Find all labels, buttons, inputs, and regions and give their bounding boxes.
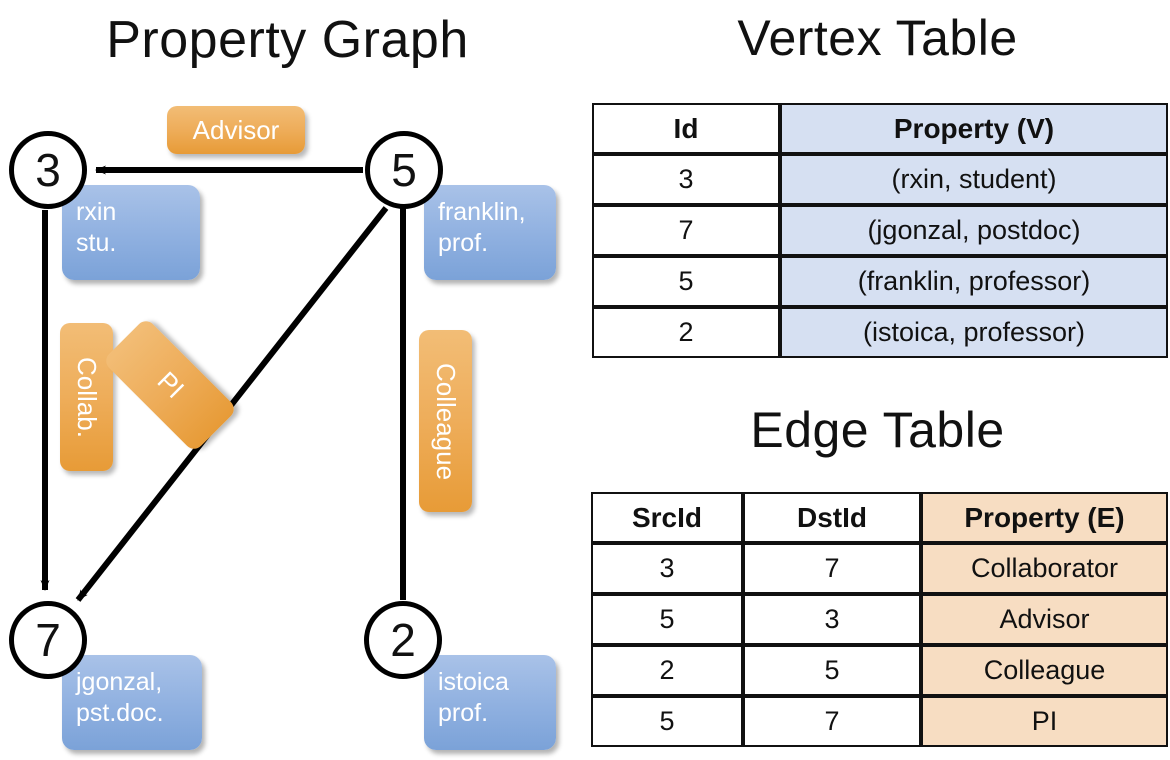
edge-cell-dstid: 3 (743, 594, 921, 645)
page-title-vertex-table: Vertex Table (737, 10, 1018, 66)
vertex-table-header-row: Id Property (V) (592, 103, 1168, 154)
edge-label-colleague: Colleague (419, 330, 472, 512)
edge-label-pi-text: PI (151, 365, 190, 404)
edge-table-header-srcid: SrcId (591, 492, 743, 543)
edge-cell-property: Colleague (921, 645, 1168, 696)
table-row: 5 7 PI (591, 696, 1168, 747)
node-property-franklin-line1: franklin, (438, 198, 526, 226)
edge-cell-dstid: 7 (743, 543, 921, 594)
vertex-cell-id: 2 (592, 307, 780, 358)
table-row: 2 5 Colleague (591, 645, 1168, 696)
vertex-cell-id: 3 (592, 154, 780, 205)
vertex-cell-property: (jgonzal, postdoc) (780, 205, 1168, 256)
edge-cell-srcid: 2 (591, 645, 743, 696)
vertex-cell-id: 5 (592, 256, 780, 307)
graph-node-2: 2 (364, 601, 442, 679)
edge-cell-property: Advisor (921, 594, 1168, 645)
vertex-cell-property: (istoica, professor) (780, 307, 1168, 358)
node-property-franklin-line2: prof. (438, 229, 489, 257)
edge-label-collab-text: Collab. (72, 356, 102, 438)
vertex-table-header-property: Property (V) (780, 103, 1168, 154)
edge-label-collab: Collab. (60, 323, 113, 471)
vertex-cell-property: (rxin, student) (780, 154, 1168, 205)
edge-label-advisor-text: Advisor (192, 114, 280, 145)
node-property-box-jgonzal: jgonzal, pst.doc. (62, 655, 202, 750)
edge-label-advisor: Advisor (167, 106, 305, 154)
table-row: 2 (istoica, professor) (592, 307, 1168, 358)
edge-label-colleague-text: Colleague (431, 362, 461, 480)
edge-cell-srcid: 3 (591, 543, 743, 594)
node-property-istoica-line1: istoica (438, 668, 509, 696)
edge-cell-property: PI (921, 696, 1168, 747)
vertex-table: Id Property (V) 3 (rxin, student) 7 (jgo… (592, 103, 1168, 358)
table-row: 7 (jgonzal, postdoc) (592, 205, 1168, 256)
node-property-rxin-line2: stu. (76, 229, 117, 257)
node-property-jgonzal-line2: pst.doc. (76, 699, 164, 727)
vertex-table-header-id: Id (592, 103, 780, 154)
edge-cell-dstid: 5 (743, 645, 921, 696)
edge-table-header-dstid: DstId (743, 492, 921, 543)
edge-table-header-row: SrcId DstId Property (E) (591, 492, 1168, 543)
page-title-edge-table: Edge Table (750, 402, 1005, 458)
node-property-box-rxin: rxin stu. (62, 185, 200, 280)
graph-node-3: 3 (9, 131, 87, 209)
node-property-box-franklin: franklin, prof. (424, 185, 556, 280)
vertex-cell-property: (franklin, professor) (780, 256, 1168, 307)
table-row: 5 (franklin, professor) (592, 256, 1168, 307)
table-row: 3 (rxin, student) (592, 154, 1168, 205)
table-row: 5 3 Advisor (591, 594, 1168, 645)
vertex-cell-id: 7 (592, 205, 780, 256)
edge-cell-srcid: 5 (591, 696, 743, 747)
node-property-istoica-line2: prof. (438, 699, 489, 727)
graph-node-5: 5 (365, 131, 443, 209)
node-property-rxin-line1: rxin (76, 198, 117, 226)
node-property-jgonzal-line1: jgonzal, (76, 668, 163, 696)
property-graph-diagram: Advisor Collab. PI Colleague rxin stu. f… (0, 90, 580, 760)
edge-table: SrcId DstId Property (E) 3 7 Collaborato… (591, 492, 1168, 747)
node-property-box-istoica: istoica prof. (424, 655, 556, 750)
edge-cell-srcid: 5 (591, 594, 743, 645)
edge-cell-property: Collaborator (921, 543, 1168, 594)
edge-table-header-property: Property (E) (921, 492, 1168, 543)
edge-cell-dstid: 7 (743, 696, 921, 747)
graph-node-7: 7 (9, 601, 87, 679)
table-row: 3 7 Collaborator (591, 543, 1168, 594)
page-title-property-graph: Property Graph (106, 11, 469, 69)
